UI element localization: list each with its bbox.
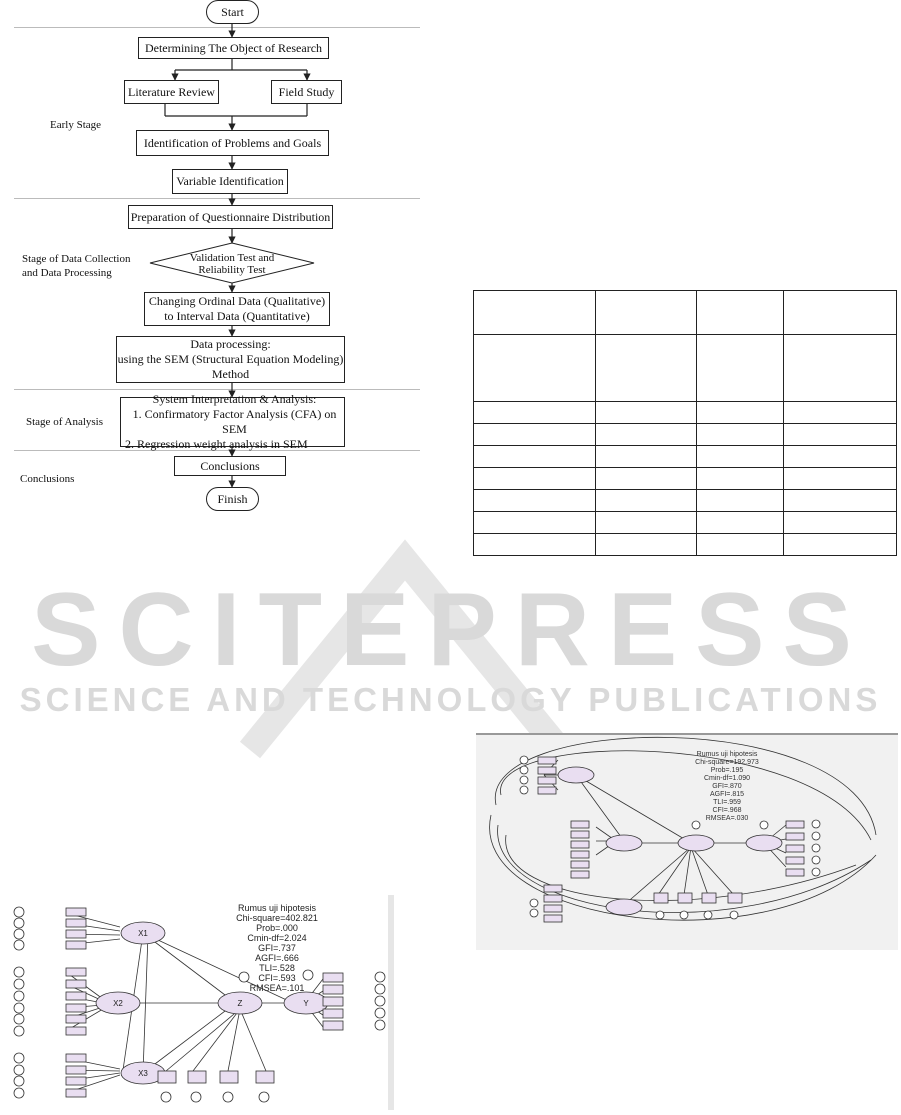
- processing-line3: Method: [211, 367, 250, 381]
- processing-box: Data processing: using the SEM (Structur…: [116, 336, 345, 383]
- sem-left-title: Rumus uji hipotesis: [237, 903, 317, 913]
- sem-right-stat: Cmin-df=1.090: [703, 775, 751, 782]
- table-row: [473, 401, 897, 424]
- divider: [14, 450, 420, 451]
- stage-early: Early Stage: [50, 119, 102, 131]
- field-label: Field Study: [278, 84, 335, 99]
- divider: [14, 27, 420, 28]
- conclusions-box: Conclusions: [174, 456, 286, 476]
- literature-box: Literature Review: [124, 80, 219, 104]
- table-row: [473, 489, 897, 512]
- sem-right-stat: CFI=.968: [712, 807, 742, 814]
- questionnaire-box: Preparation of Questionnaire Distributio…: [128, 205, 333, 229]
- ordinal-box: Changing Ordinal Data (Qualitative) to I…: [144, 292, 330, 326]
- field-box: Field Study: [271, 80, 342, 104]
- analysis-line1: System Interpretation & Analysis:: [152, 392, 317, 406]
- divider: [14, 389, 420, 390]
- finish-label: Finish: [217, 491, 248, 506]
- watermark-main: SCITEPRESS: [31, 572, 870, 688]
- latent-x2: X2: [113, 999, 123, 1008]
- sem-right-stat: GFI=.870: [712, 783, 742, 790]
- sem-right-svg: [489, 736, 877, 923]
- analysis-line3: 2. Regression weight analysis in SEM: [125, 437, 308, 451]
- sem-right-stat: RMSEA=.030: [705, 815, 749, 822]
- start-label: Start: [221, 4, 244, 19]
- analysis-box: System Interpretation & Analysis: 1. Con…: [120, 392, 345, 451]
- divider: [14, 198, 420, 199]
- sem-right-stat: Chi-square=192.973: [695, 759, 759, 766]
- sem-right-stat: Prob=.195: [710, 767, 744, 774]
- stage-collection: Stage of Data Collection and Data Proces…: [22, 252, 130, 280]
- validation-line1: Validation Test and: [189, 252, 275, 264]
- ordinal-line1: Changing Ordinal Data (Qualitative): [148, 294, 326, 308]
- sem-left-stat: GFI=.737: [258, 943, 296, 953]
- sem-left-stat: CFI=.593: [258, 973, 296, 983]
- sem-left-stat: Cmin-df=2.024: [247, 933, 307, 943]
- latent-y: Y: [303, 999, 309, 1008]
- table-row: [473, 290, 897, 335]
- analysis-line2: 1. Confirmatory Factor Analysis (CFA) on…: [132, 407, 337, 436]
- stage-collection-line1: Stage of Data Collection: [22, 253, 131, 265]
- variable-box: Variable Identification: [172, 169, 288, 194]
- questionnaire-label: Preparation of Questionnaire Distributio…: [130, 209, 331, 224]
- table-row: [473, 334, 897, 402]
- watermark-sub: SCIENCE AND TECHNOLOGY PUBLICATIONS: [19, 681, 882, 718]
- ordinal-line2: to Interval Data (Quantitative): [164, 309, 310, 323]
- sem-right-stat: TLI=.959: [713, 799, 741, 806]
- stage-analysis: Stage of Analysis: [26, 416, 103, 428]
- sem-right-stats: Rumus uji hipotesis Chi-square=192.973 P…: [682, 751, 772, 823]
- stage-conclusions: Conclusions: [20, 473, 75, 485]
- variable-label: Variable Identification: [176, 174, 284, 188]
- validation-diamond: [149, 242, 315, 284]
- sem-left-svg: X1 X2 X3 Z Y: [13, 895, 394, 1110]
- sem-diagram-left: X1 X2 X3 Z Y Rumus uji hipotesis Chi-squ…: [8, 895, 398, 1110]
- table-row: [473, 533, 897, 556]
- sem-left-stat: Prob=.000: [256, 923, 298, 933]
- problems-label: Identification of Problems and Goals: [143, 135, 322, 150]
- flow-connectors: [149, 24, 315, 488]
- sem-diagram-right: Rumus uji hipotesis Chi-square=192.973 P…: [476, 733, 898, 950]
- stage-collection-line2: and Data Processing: [22, 267, 112, 279]
- conclusions-label: Conclusions: [200, 458, 260, 473]
- problems-box: Identification of Problems and Goals: [136, 130, 329, 156]
- start-terminal: Start: [206, 0, 259, 24]
- validation-line2: Reliability Test: [198, 264, 266, 276]
- object-label: Determining The Object of Research: [144, 40, 323, 55]
- watermark-chevron: [239, 539, 571, 759]
- processing-line1: Data processing:: [190, 337, 271, 351]
- latent-x3: X3: [138, 1069, 148, 1078]
- object-box: Determining The Object of Research: [138, 37, 329, 59]
- literature-label: Literature Review: [128, 84, 215, 99]
- sem-right-stat: AGFI=.815: [709, 791, 745, 798]
- finish-terminal: Finish: [206, 487, 259, 511]
- validation-label: Validation Test and Reliability Test: [170, 252, 294, 276]
- sem-left-stat: AGFI=.666: [255, 953, 299, 963]
- latent-x1: X1: [138, 929, 148, 938]
- sem-left-stat: Chi-square=402.821: [236, 913, 318, 923]
- latent-z: Z: [238, 999, 243, 1008]
- processing-line2: using the SEM (Structural Equation Model…: [117, 352, 344, 366]
- sem-right-title: Rumus uji hipotesis: [696, 751, 758, 758]
- table-row: [473, 423, 897, 446]
- sem-left-stat: RMSEA=.101: [249, 983, 305, 993]
- sem-left-stat: TLI=.528: [259, 963, 295, 973]
- sem-left-stats: Rumus uji hipotesis Chi-square=402.821 P…: [222, 903, 332, 993]
- data-table: [473, 290, 897, 556]
